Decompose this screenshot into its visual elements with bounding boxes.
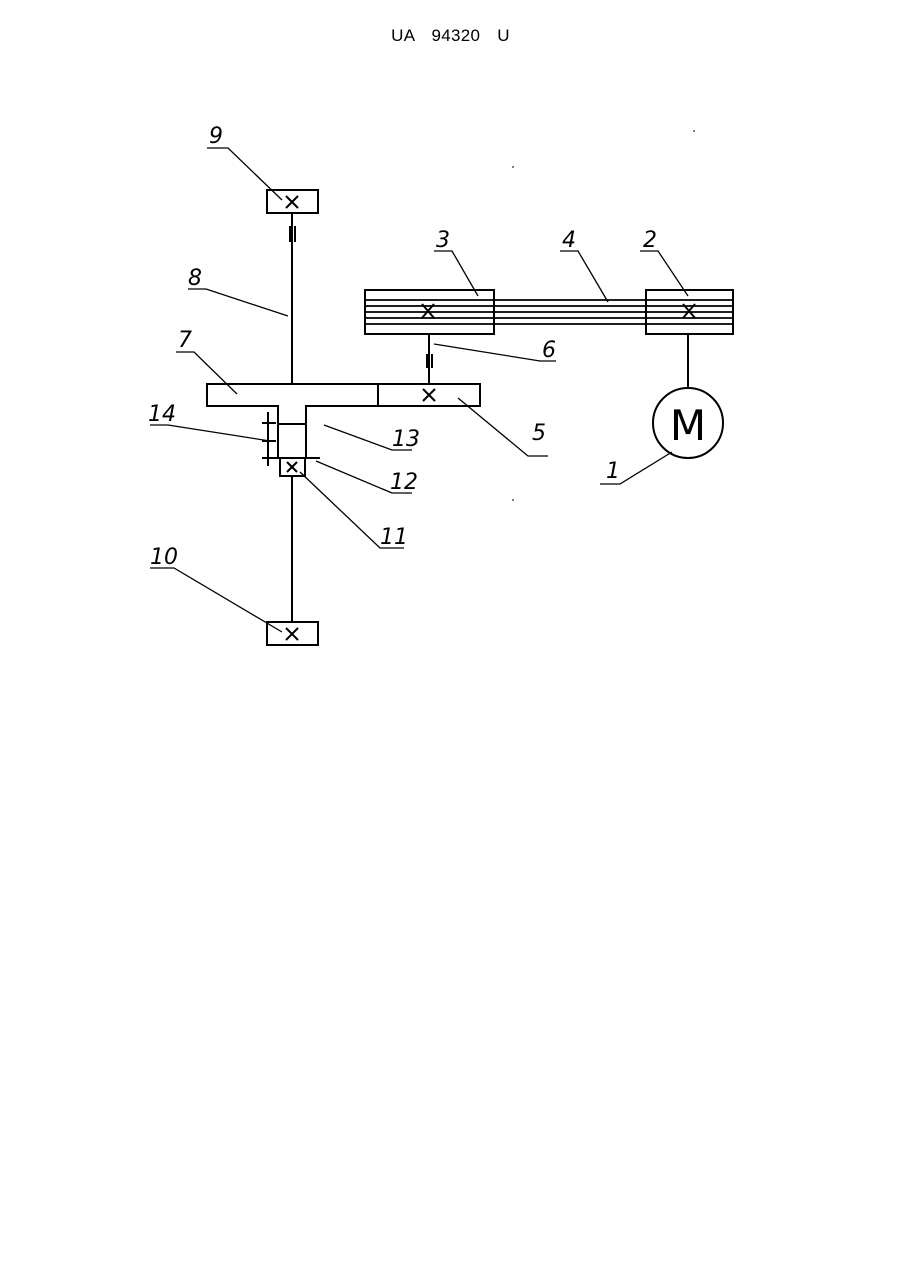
intermediate-shaft xyxy=(427,334,432,384)
leader-lines xyxy=(150,148,688,632)
main-shaft xyxy=(290,214,295,622)
label-2: 2 xyxy=(643,228,657,253)
label-3: 3 xyxy=(436,228,450,253)
label-8: 8 xyxy=(188,266,202,291)
label-5: 5 xyxy=(532,421,546,446)
label-11: 11 xyxy=(380,525,408,550)
label-14: 14 xyxy=(148,402,176,427)
label-1: 1 xyxy=(606,459,620,484)
label-4: 4 xyxy=(562,228,576,253)
label-13: 13 xyxy=(392,427,420,452)
motor-symbol: M xyxy=(670,401,706,450)
label-7: 7 xyxy=(178,328,192,353)
belt-drive xyxy=(365,300,733,324)
label-12: 12 xyxy=(390,470,418,495)
pinion-gear xyxy=(378,384,480,406)
label-9: 9 xyxy=(209,124,223,149)
position-labels: 9 8 7 14 13 12 11 10 3 4 2 6 5 1 xyxy=(148,124,657,570)
label-10: 10 xyxy=(150,545,178,570)
lower-bearing xyxy=(267,622,318,645)
label-6: 6 xyxy=(542,338,556,363)
